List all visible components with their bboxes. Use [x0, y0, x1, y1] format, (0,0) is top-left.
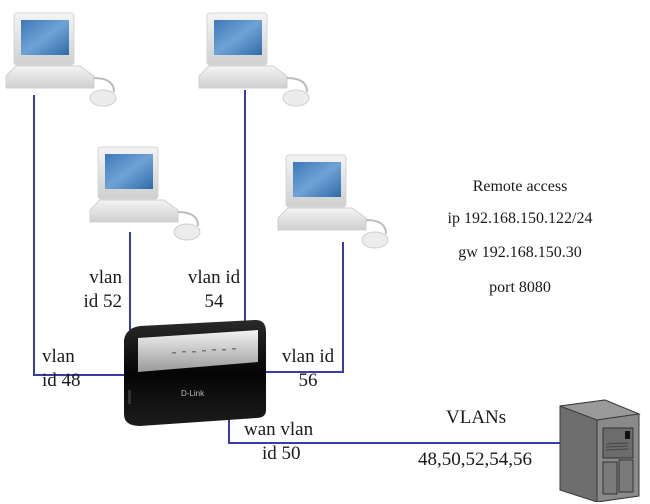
link-vlan-56	[265, 242, 344, 373]
label-line: vlan	[42, 346, 75, 367]
vlans-list: 48,50,52,54,56	[418, 449, 532, 470]
link-vlan-48	[33, 95, 125, 376]
server-icon	[559, 399, 641, 502]
computer-icon	[198, 12, 310, 107]
label-line: id 50	[262, 443, 301, 464]
label-vlan-52: vlan id 52	[80, 266, 122, 314]
remote-access-port: port 8080	[489, 279, 551, 296]
computer-icon	[89, 146, 201, 241]
label-vlan-56: vlan id 56	[276, 345, 340, 393]
label-line: 56	[298, 370, 318, 391]
remote-access-title: Remote access	[472, 178, 568, 195]
label-line: vlan	[89, 267, 122, 288]
label-line: id 52	[83, 291, 122, 312]
label-line: 54	[204, 291, 224, 312]
computer-icon	[5, 12, 117, 107]
vlans-title: VLANs	[446, 407, 507, 428]
label-line: vlan id	[187, 267, 241, 288]
label-vlan-54: vlan id 54	[184, 266, 244, 314]
label-line: wan vlan	[244, 419, 314, 440]
label-line: vlan id	[281, 346, 335, 367]
link-wan-50	[228, 415, 560, 444]
remote-access-ip: ip 192.168.150.122/24	[447, 210, 593, 227]
label-vlan-48: vlan id 48	[42, 345, 81, 393]
label-wan-vlan-50: wan vlan id 50	[244, 418, 313, 466]
remote-access-gateway: gw 192.168.150.30	[458, 244, 582, 261]
router-brand: D-Link	[181, 389, 205, 398]
router-icon	[124, 320, 266, 426]
label-line: id 48	[42, 370, 81, 391]
computer-icon	[277, 154, 389, 249]
